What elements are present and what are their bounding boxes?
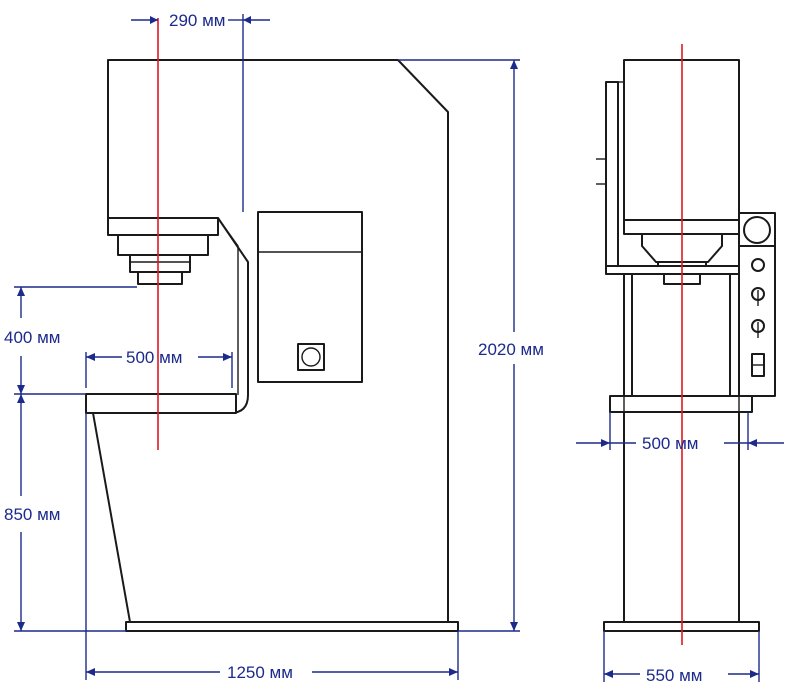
side-crossbar (605, 265, 747, 275)
front-ram-block (117, 234, 209, 256)
front-view (85, 59, 459, 632)
dim-850-arrow-top (17, 394, 25, 403)
dim-850-arrow-bottom (17, 622, 25, 631)
dim-400-arrow-top (17, 287, 25, 296)
dim-500f-arrow-left (86, 353, 95, 361)
side-view (596, 59, 776, 632)
dim-500-side-label: 500 мм (642, 434, 698, 453)
dim-850-label: 850 мм (4, 505, 60, 524)
dim-290-arrow-left (150, 16, 158, 24)
dim-2020-arrow-top (510, 60, 518, 69)
dim-550-label: 550 мм (646, 666, 702, 685)
dim-290-label: 290 мм (169, 11, 225, 30)
front-ram-head (107, 217, 219, 236)
dim-2020-arrow-bottom (510, 622, 518, 631)
side-guard-plate (605, 81, 619, 267)
front-base-plate (125, 621, 459, 632)
dim-500s-arrow-right (748, 439, 757, 447)
front-control-button-knob (301, 347, 321, 367)
dim-1250-arrow-right (449, 668, 458, 676)
dim-400-label: 400 мм (4, 328, 60, 347)
front-table (85, 393, 237, 414)
front-frame-throat (217, 217, 239, 395)
dim-290-arrow-right (243, 16, 251, 24)
dim-550-arrow-right (750, 670, 759, 678)
dim-2020-label: 2020 мм (478, 340, 544, 359)
dim-500-front-label: 500 мм (126, 348, 182, 367)
dim-1250-label: 1250 мм (227, 663, 293, 682)
dim-500s-arrow-left (601, 439, 610, 447)
side-indicator-lamp (751, 258, 765, 272)
dim-1250-arrow-left (86, 668, 95, 676)
dimension-lines (14, 14, 784, 682)
dim-500f-arrow-right (223, 353, 232, 361)
front-ram-spindle (129, 254, 191, 273)
side-motor (743, 216, 771, 244)
dim-550-arrow-left (604, 670, 613, 678)
side-table-top (609, 395, 753, 413)
dim-400-arrow-bottom (17, 385, 25, 394)
front-ram-tool (137, 271, 183, 285)
